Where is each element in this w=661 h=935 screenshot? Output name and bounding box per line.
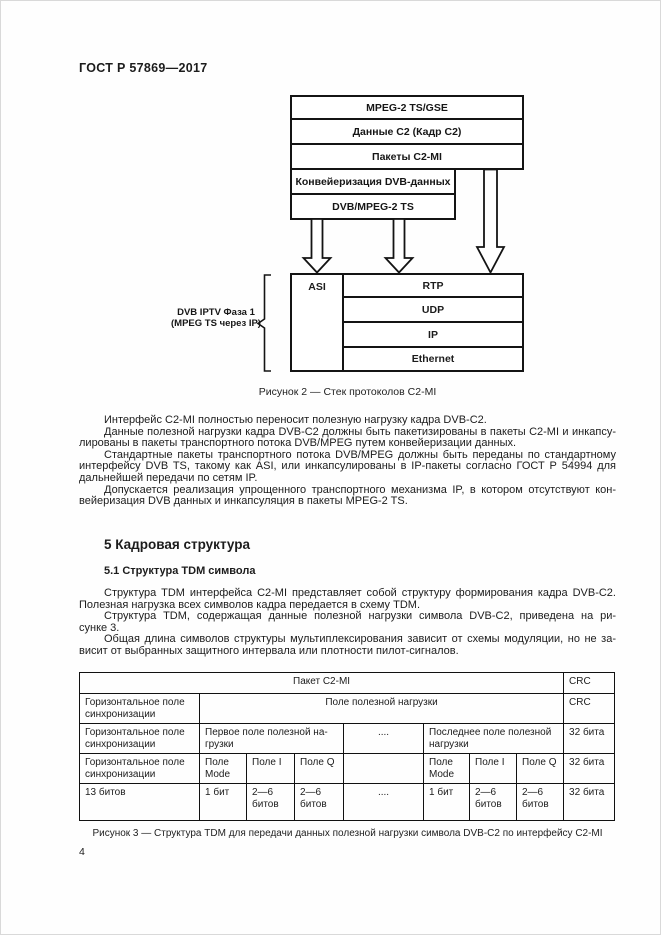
paragraph-line: вейеризация DVB данных и инкапсуляция в … [79, 495, 408, 508]
table-cell-field-q: Поле Q [294, 753, 344, 784]
lower-protocol-stack: ASI RTP UDP IP Ethernet [290, 273, 524, 372]
section-5-title: 5 Кадровая структура [104, 537, 250, 552]
table-cell-bits: 32 бита [563, 723, 616, 754]
paragraph-line: висит от выбранных защитного интервала и… [79, 644, 459, 657]
table-cell-mode-bits: 1 бит [199, 783, 247, 821]
paragraph-line: Общая длина символов структуры мультипле… [104, 633, 616, 646]
tdm-paragraphs: Структура TDM интерфейса C2-MI представл… [79, 587, 616, 658]
down-arrow-middle-icon [383, 218, 415, 274]
table-cell-packet: Пакет C2-MI [78, 672, 565, 694]
table-cell-mode: Поле Mode [199, 753, 247, 784]
intro-paragraphs: Интерфейс C2-MI полностью переносит поле… [79, 414, 616, 508]
down-arrow-right-icon [475, 168, 506, 275]
stack-box-mpeg2-ts-gse: MPEG-2 TS/GSE [290, 95, 524, 120]
table-cell-empty [343, 753, 424, 784]
stack-box-dvb-pipelining: Конвейеризация DVB-данных [290, 168, 456, 195]
table-cell-dots: .... [343, 783, 424, 821]
ip-protocol-column: RTP UDP IP Ethernet [344, 275, 522, 370]
table-cell-mode: Поле Mode [423, 753, 470, 784]
table-cell-crc: CRC [563, 672, 616, 694]
table-cell-field-q: Поле Q [515, 753, 565, 784]
section-5-1-title: 5.1 Структура TDM символа [104, 565, 256, 577]
table-cell-sync-bits: 13 битов [79, 783, 200, 821]
protocol-box-ip: IP [344, 323, 522, 348]
paragraph-line: Полезная нагрузка всех символов кадра пе… [79, 598, 420, 611]
table-cell-q-bits: 2—6 битов [294, 783, 344, 821]
stack-box-dvb-mpeg2-ts: DVB/MPEG-2 TS [290, 193, 456, 220]
table-cell-dots: .... [343, 723, 424, 754]
table-cell-sync: Горизонтальное поле синхронизации [79, 693, 200, 724]
table-cell-field-i: Поле I [246, 753, 295, 784]
protocol-box-udp: UDP [344, 298, 522, 323]
figure3-caption: Рисунок 3 — Структура TDM для передачи д… [92, 828, 603, 839]
paragraph-line: Структура TDM интерфейса C2-MI представл… [104, 587, 616, 599]
paragraph-line: сунке 3. [79, 621, 120, 634]
down-arrow-left-icon [301, 218, 333, 274]
paragraph-line: дальнейшей передачи по сетям IP. [79, 471, 258, 484]
stack-box-c2-data: Данные C2 (Кадр C2) [290, 118, 524, 145]
paragraph-line: Допускается реализация упрощенного транс… [104, 483, 616, 496]
table-cell-field-i: Поле I [469, 753, 517, 784]
table-cell-payload: Поле полезной нагрузки [198, 693, 565, 724]
table-cell-i-bits: 2—6 битов [246, 783, 295, 821]
paragraph-line: лированы в пакеты транспортного потока D… [79, 437, 517, 450]
table-cell-crc: CRC [563, 693, 616, 724]
table-cell-bits: 32 бита [563, 753, 616, 784]
protocol-box-asi: ASI [292, 275, 344, 370]
table-cell-last-payload: Последнее поле полезной нагрузки [422, 723, 565, 754]
side-label-line2: (MPEG TS через IP) [171, 317, 261, 329]
paragraph-line: Интерфейс C2-MI полностью переносит поле… [104, 414, 487, 426]
table-cell-q-bits: 2—6 битов [515, 783, 565, 821]
table-cell-i-bits: 2—6 битов [469, 783, 517, 821]
table-cell-sync: Горизонтальное поле синхронизации [79, 753, 200, 784]
dvb-iptv-phase-label: DVB IPTV Фаза 1 (MPEG TS через IP) [164, 307, 268, 329]
page-number: 4 [79, 846, 85, 858]
figure2-caption: Рисунок 2 — Стек протоколов C2-MI [258, 386, 437, 398]
stack-box-c2mi-packets: Пакеты C2-MI [290, 143, 524, 170]
tdm-structure-table: Пакет C2-MI CRC Горизонтальное поле синх… [78, 672, 616, 821]
protocol-box-rtp: RTP [344, 275, 522, 298]
doc-number: ГОСТ Р 57869—2017 [79, 61, 208, 75]
protocol-box-ethernet: Ethernet [411, 353, 455, 365]
paragraph-line: интерфейсу DVB TS, такому как ASI, или и… [79, 460, 616, 473]
paragraph-line: Структура TDM, содержащая данные полезно… [104, 610, 616, 623]
table-cell-sync: Горизонтальное поле синхронизации [79, 723, 200, 754]
paragraph-line: Данные полезной нагрузки кадра DVB-C2 до… [104, 425, 616, 438]
paragraph-line: Стандартные пакеты транспортного потока … [104, 448, 616, 461]
side-label-line1: DVB IPTV Фаза 1 [177, 307, 255, 318]
table-cell-bits: 32 бита [563, 783, 616, 821]
table-cell-mode-bits: 1 бит [423, 783, 470, 821]
table-cell-first-payload: Первое поле полезной на-грузки [199, 723, 344, 754]
